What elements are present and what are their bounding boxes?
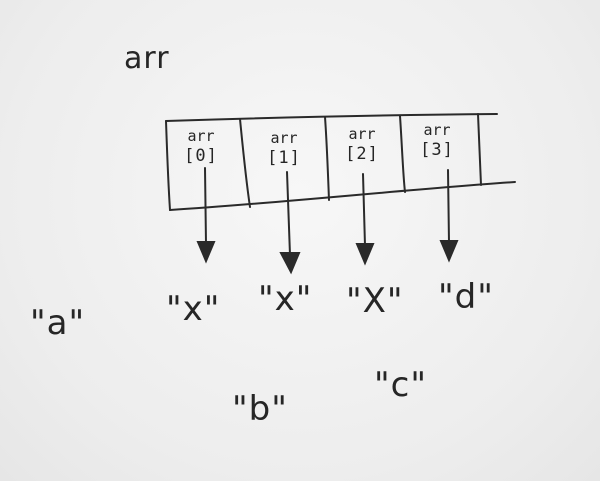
value-1: "x" [258,279,313,319]
loose-string-a: "a" [30,303,86,343]
loose-string-b: "b" [232,389,288,429]
cell-label-0: arr [0] [166,126,236,166]
cell-divider-4 [477,113,482,186]
cell-name-2: arr [348,125,376,143]
array-box [165,113,516,211]
cell-index-0: [0] [184,146,218,166]
arrow-3 [439,169,459,263]
value-3: "d" [438,277,494,317]
cell-divider-3 [399,115,406,193]
cell-name-0: arr [187,127,215,145]
reference-arrows [196,167,459,275]
value-2: "X" [346,281,404,321]
array-box-top-edge [165,113,498,122]
array-box-left-edge [165,120,171,211]
value-0: "x" [166,289,221,329]
cell-label-2: arr [2] [327,124,397,164]
arrow-0 [196,167,216,264]
loose-string-c: "c" [374,365,427,405]
cell-index-2: [2] [345,144,379,164]
arrow-2 [355,173,375,266]
array-box-bottom-edge [169,181,516,211]
cell-name-3: arr [423,121,451,139]
cell-label-1: arr [1] [249,128,319,168]
cell-divider-1 [239,118,251,208]
cell-index-1: [1] [267,148,301,168]
array-variable-label: arr [124,41,170,76]
cell-index-3: [3] [420,140,454,160]
cell-name-1: arr [270,129,298,147]
cell-divider-2 [324,116,330,201]
cell-label-3: arr [3] [402,120,472,160]
arrow-1 [279,171,301,275]
